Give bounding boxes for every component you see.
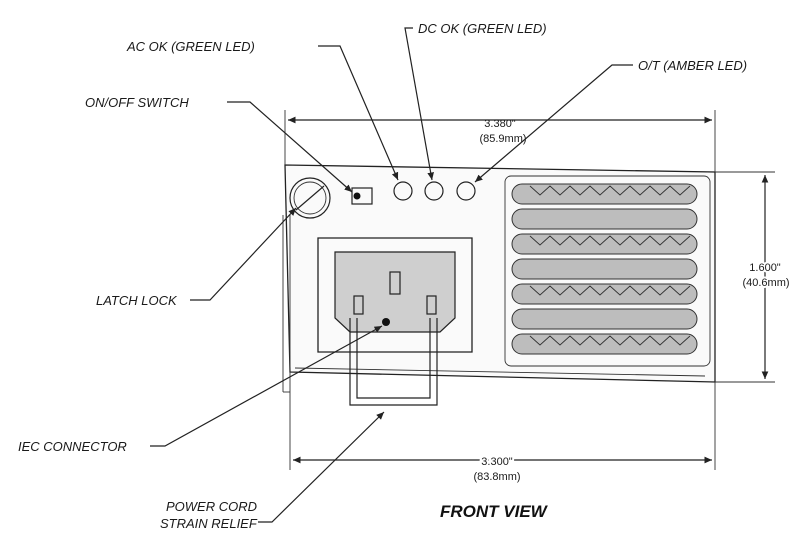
dim-height-mm: (40.6mm) bbox=[742, 277, 789, 289]
dim-top-mm: (85.9mm) bbox=[479, 133, 526, 145]
label-iec-connector: IEC CONNECTOR bbox=[18, 439, 127, 454]
iec-connector[interactable] bbox=[318, 238, 472, 352]
dim-bottom-in: 3.300" bbox=[481, 456, 513, 468]
vent-grille bbox=[505, 176, 710, 366]
label-ot: O/T (AMBER LED) bbox=[638, 58, 747, 73]
label-ac-ok: AC OK (GREEN LED) bbox=[126, 39, 255, 54]
dim-bottom-mm: (83.8mm) bbox=[473, 471, 520, 483]
label-latch-lock: LATCH LOCK bbox=[96, 293, 178, 308]
label-on-off-switch: ON/OFF SWITCH bbox=[85, 95, 189, 110]
label-strain-relief-line2: STRAIN RELIEF bbox=[160, 516, 258, 531]
dim-height-in: 1.600" bbox=[749, 262, 781, 274]
label-dc-ok: DC OK (GREEN LED) bbox=[418, 21, 547, 36]
label-strain-relief-line1: POWER CORD bbox=[166, 499, 257, 514]
dimension-bottom: 3.300" (83.8mm) bbox=[290, 382, 715, 483]
dimension-right: 1.600" (40.6mm) bbox=[715, 172, 790, 382]
dimension-top: 3.380" (85.9mm) bbox=[285, 110, 715, 172]
title-front-view: FRONT VIEW bbox=[440, 502, 549, 521]
dim-top-in: 3.380" bbox=[484, 118, 516, 130]
